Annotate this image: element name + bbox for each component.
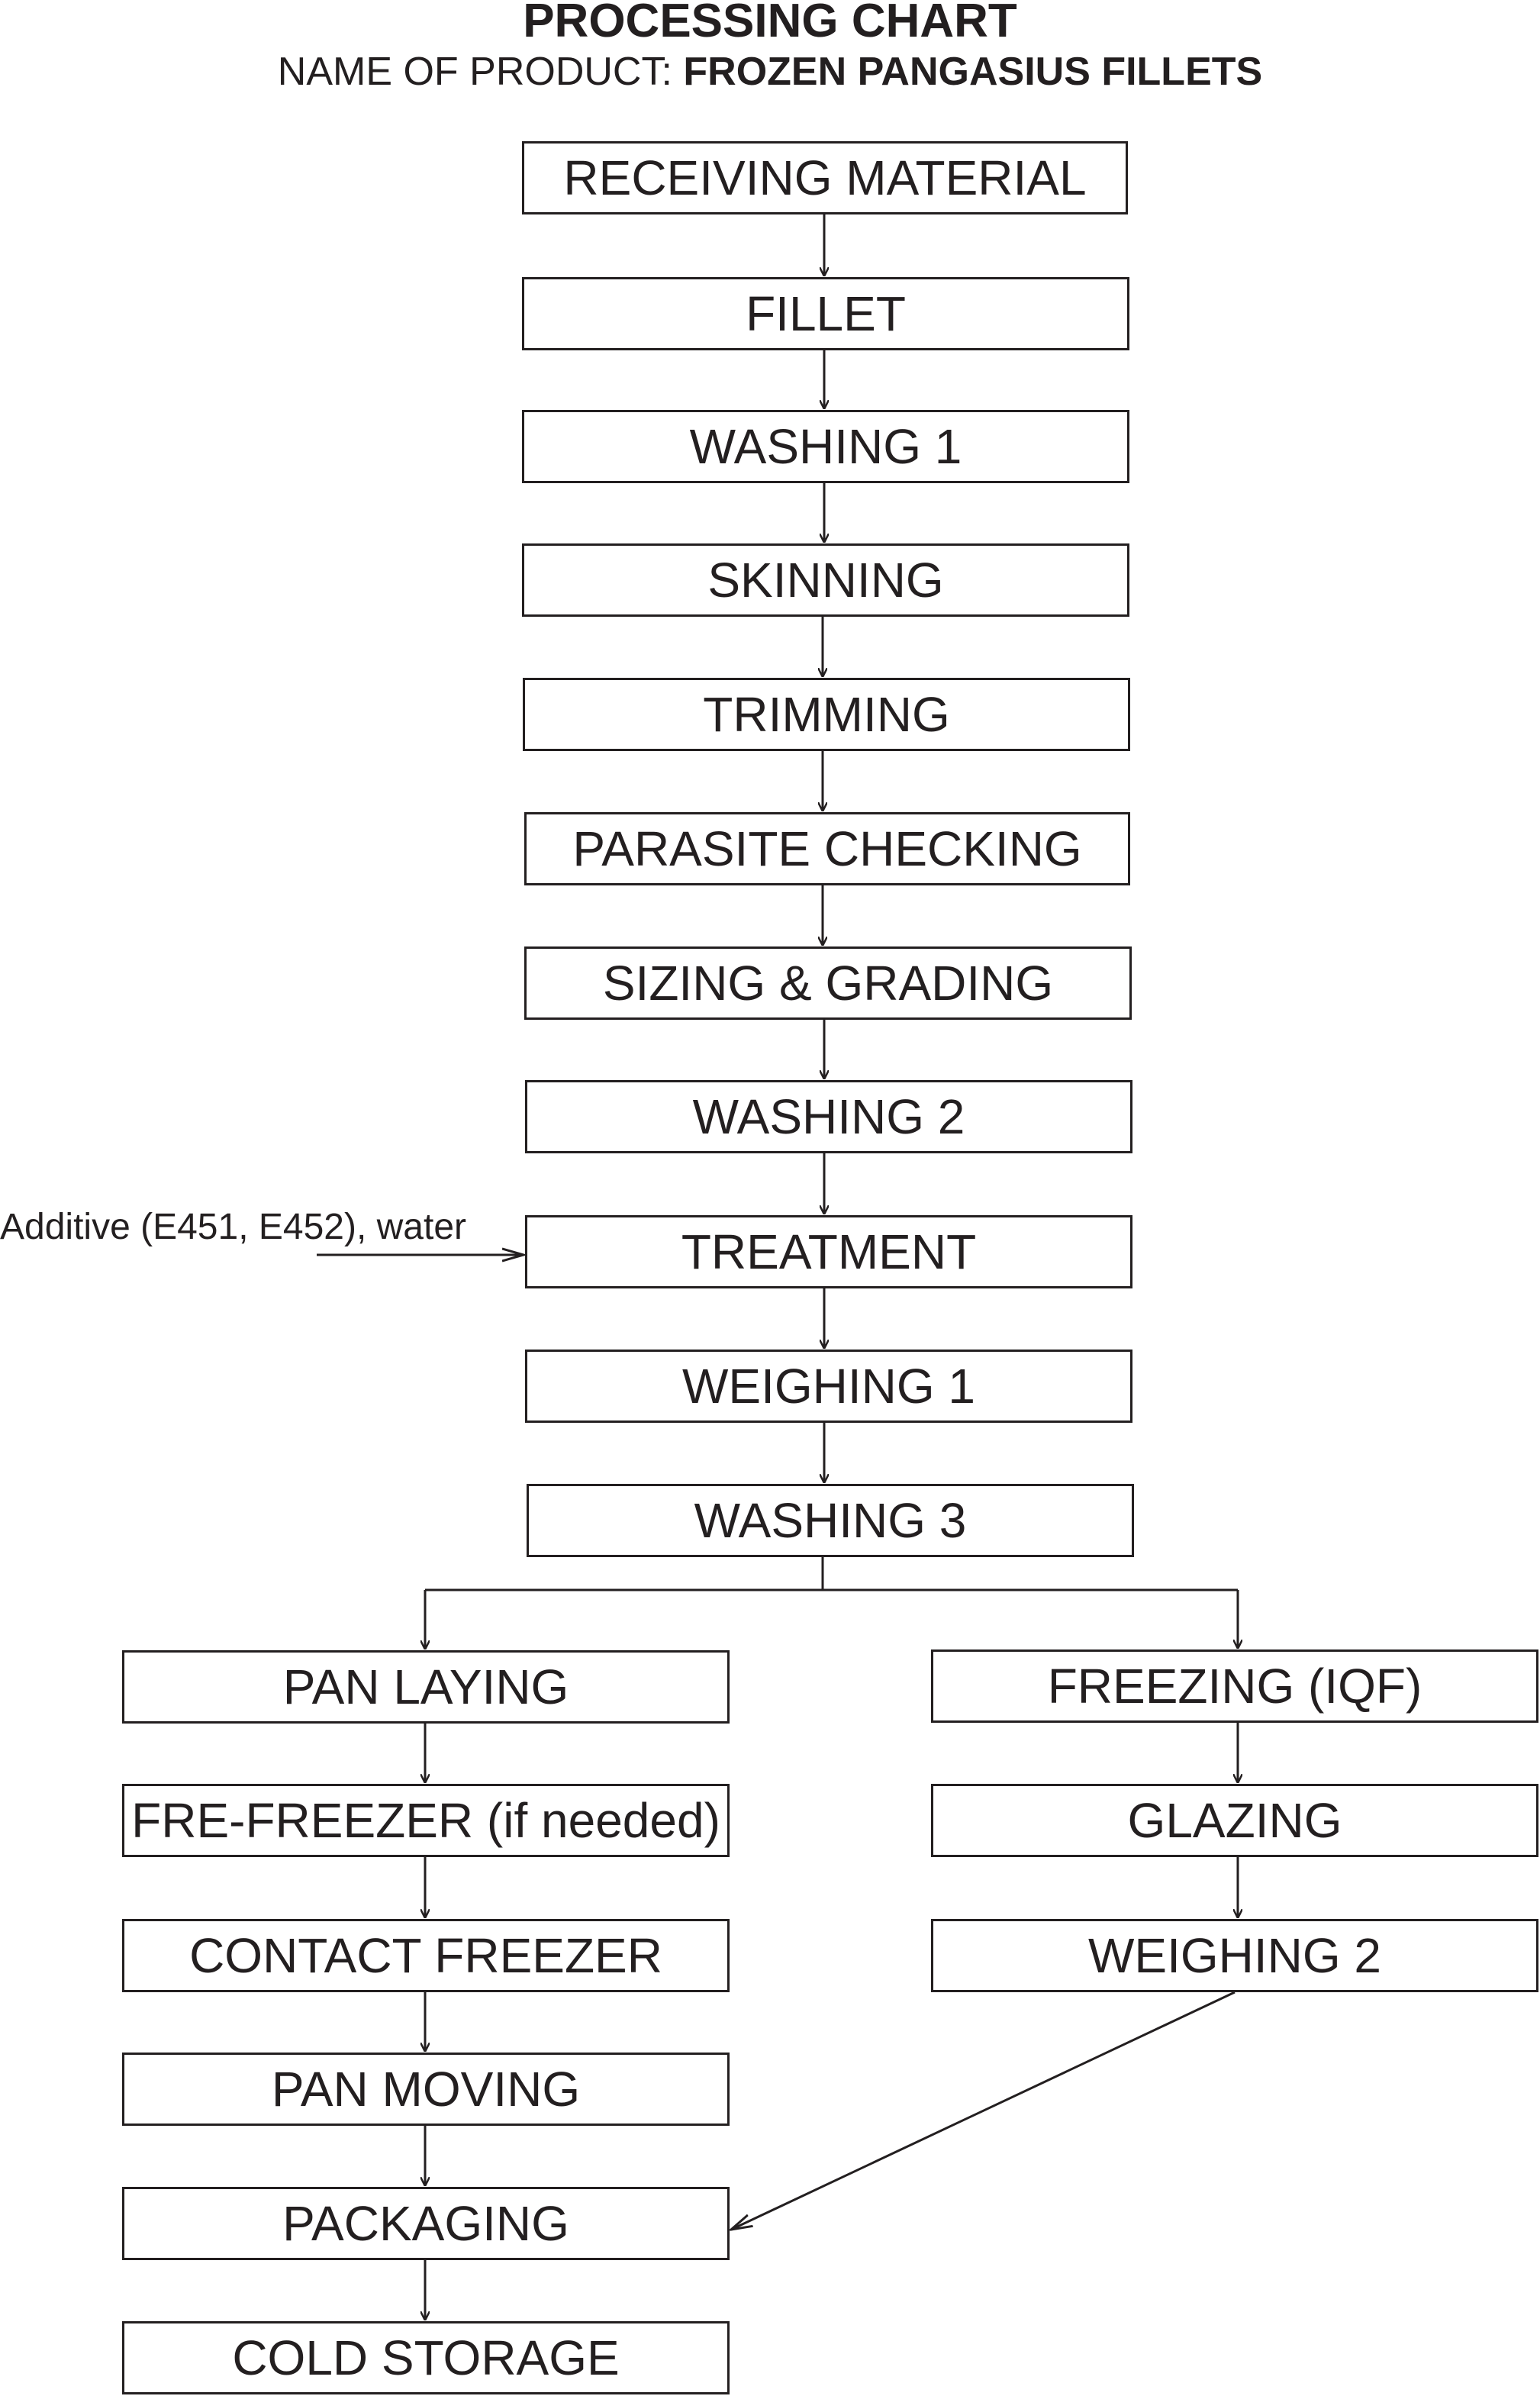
step-freezing-iqf: FREEZING (IQF) <box>931 1649 1538 1723</box>
step-cold-storage: COLD STORAGE <box>122 2321 730 2394</box>
treatment-input-label: Additive (E451, E452), water <box>0 1207 466 1247</box>
step-fre-freezer: FRE-FREEZER (if needed) <box>122 1784 730 1857</box>
step-washing-3: WASHING 3 <box>527 1484 1134 1557</box>
step-parasite-checking: PARASITE CHECKING <box>524 812 1130 885</box>
step-contact-freezer: CONTACT FREEZER <box>122 1919 730 1992</box>
chart-title: PROCESSING CHART <box>523 0 1017 47</box>
product-name-value: FROZEN PANGASIUS FILLETS <box>683 50 1263 94</box>
step-receiving-material: RECEIVING MATERIAL <box>522 141 1128 214</box>
step-treatment: TREATMENT <box>525 1215 1132 1288</box>
step-washing-2: WASHING 2 <box>525 1080 1132 1153</box>
arrow-weighing-2-to-packaging <box>731 1991 1236 2230</box>
step-glazing: GLAZING <box>931 1784 1538 1857</box>
step-weighing-1: WEIGHING 1 <box>525 1350 1132 1423</box>
step-sizing-grading: SIZING & GRADING <box>524 946 1132 1020</box>
product-name-label: NAME OF PRODUCT: <box>277 50 684 94</box>
step-fillet: FILLET <box>522 277 1129 350</box>
step-washing-1: WASHING 1 <box>522 410 1129 483</box>
step-packaging: PACKAGING <box>122 2187 730 2260</box>
step-pan-moving: PAN MOVING <box>122 2053 730 2126</box>
product-name-line: NAME OF PRODUCT: FROZEN PANGASIUS FILLET… <box>0 49 1540 95</box>
step-skinning: SKINNING <box>522 543 1129 617</box>
step-pan-laying: PAN LAYING <box>122 1650 730 1724</box>
step-weighing-2: WEIGHING 2 <box>931 1919 1538 1992</box>
step-trimming: TRIMMING <box>523 678 1130 751</box>
